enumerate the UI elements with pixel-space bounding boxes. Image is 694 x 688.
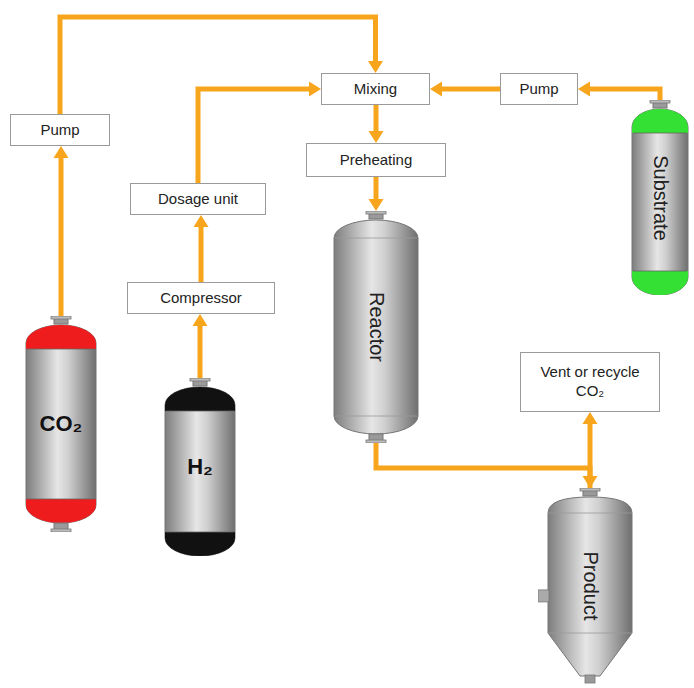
arrow-head: [430, 82, 442, 97]
arrow-head: [368, 61, 383, 73]
node-label: Pump: [34, 121, 85, 140]
gas-cylinder: H₂: [164, 378, 236, 556]
process-box: Dosage unit: [130, 183, 266, 215]
arrow-head: [194, 215, 209, 227]
node-label: Mixing: [348, 80, 403, 99]
flow-line: [374, 177, 379, 199]
node-label: Dosage unit: [152, 190, 244, 209]
arrow-head: [309, 82, 321, 97]
node-label: CO₂: [40, 411, 83, 437]
flow-line: [376, 443, 590, 476]
product-vessel: Product: [538, 488, 642, 684]
process-box: Compressor: [127, 282, 275, 314]
flow-arrow: [430, 82, 500, 97]
arrow-head: [583, 412, 598, 424]
node-label: Substrate: [649, 155, 672, 241]
node-label: H₂: [187, 454, 213, 480]
process-box: Mixing: [321, 73, 430, 105]
node-label: Vent or recycle CO₂: [521, 363, 659, 401]
flow-arrow: [54, 146, 69, 316]
flow-line: [199, 227, 204, 282]
flow-arrow: [193, 314, 208, 378]
flow-line: [198, 89, 309, 183]
arrow-head: [578, 82, 590, 97]
gas-cylinder: CO₂: [25, 316, 97, 532]
flow-arrow: [578, 82, 660, 101]
flow-line: [59, 158, 64, 316]
node-label: Product: [579, 552, 602, 621]
flow-line: [198, 326, 203, 378]
arrow-head: [54, 146, 69, 158]
flow-arrow: [583, 412, 598, 488]
process-box: Pump: [500, 73, 578, 105]
flow-arrow: [194, 215, 209, 282]
flow-line: [374, 105, 379, 131]
arrow-head: [369, 131, 384, 143]
flow-line: [442, 87, 500, 92]
arrow-head: [193, 314, 208, 326]
node-label: Pump: [513, 80, 564, 99]
node-label: Preheating: [334, 151, 419, 170]
process-box: Pump: [10, 114, 110, 146]
node-label: Reactor: [365, 292, 388, 362]
flow-arrow: [369, 105, 384, 143]
arrow-head: [369, 199, 384, 211]
gas-cylinder: Reactor: [333, 211, 419, 443]
process-box: Vent or recycle CO₂: [520, 352, 660, 412]
node-label: Compressor: [154, 289, 248, 308]
gas-cylinder: Substrate: [631, 100, 689, 295]
process-box: Preheating: [306, 143, 446, 177]
flow-arrow: [376, 443, 598, 488]
flow-arrow: [369, 177, 384, 211]
flow-line: [590, 89, 660, 100]
flow-arrow: [198, 82, 321, 184]
flow-line: [588, 424, 593, 488]
